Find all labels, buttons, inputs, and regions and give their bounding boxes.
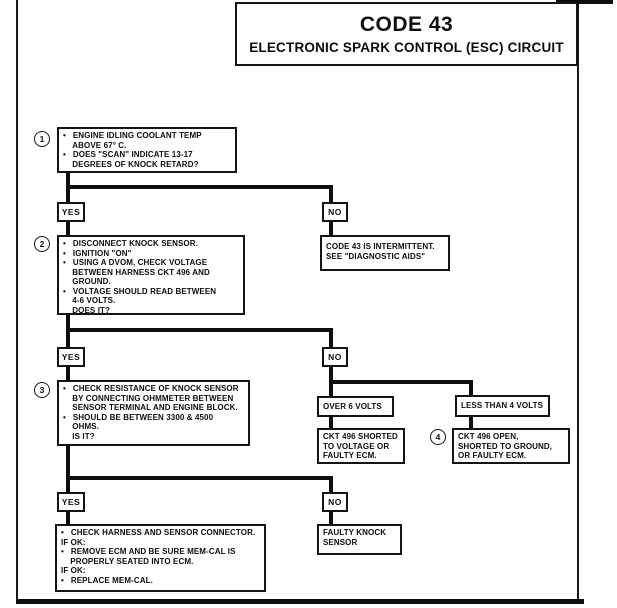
step-1-box: • ENGINE IDLING COOLANT TEMP ABOVE 67° C… [57,127,237,173]
step-2-number: 2 [34,236,50,252]
connector-line [329,476,333,492]
no-box-3: NO [322,492,348,512]
page-right-border [577,0,579,602]
final-checks-box: • CHECK HARNESS AND SENSOR CONNECTOR. IF… [55,524,266,592]
less-than-4-volts-box: LESS THAN 4 VOLTS [455,395,550,417]
connector-line [329,328,333,347]
intermittent-result-box: CODE 43 IS INTERMITTENT. SEE "DIAGNOSTIC… [320,235,450,271]
step-1-number: 1 [34,131,50,147]
over-6-volts-box: OVER 6 VOLTS [317,396,394,417]
title-box: CODE 43 ELECTRONIC SPARK CONTROL (ESC) C… [235,2,578,66]
connector-line [66,185,333,189]
step-2-box: • DISCONNECT KNOCK SENSOR. • IGNITION "O… [57,235,245,315]
page-left-border [16,0,18,602]
connector-line [329,380,473,384]
connector-line [66,476,333,480]
step-3-box: • CHECK RESISTANCE OF KNOCK SENSOR BY CO… [57,380,250,446]
ckt-open-result-box: CKT 496 OPEN, SHORTED TO GROUND, OR FAUL… [452,428,570,464]
connector-line [329,221,333,235]
no-box-2: NO [322,347,348,367]
step-4-number: 4 [430,429,446,445]
step-3-number: 3 [34,382,50,398]
connector-line [329,511,333,524]
connector-line [66,221,70,235]
page-bottom-border [16,599,584,604]
page-subtitle: ELECTRONIC SPARK CONTROL (ESC) CIRCUIT [249,40,564,55]
no-box-1: NO [322,202,348,222]
yes-box-2: YES [57,347,85,367]
faulty-knock-sensor-box: FAULTY KNOCK SENSOR [317,524,402,555]
connector-line [66,444,70,492]
page-title: CODE 43 [359,13,454,36]
connector-line [329,416,333,428]
connector-line [66,366,70,380]
connector-line [66,511,70,524]
connector-line [469,416,473,428]
yes-box-3: YES [57,492,85,512]
yes-box-1: YES [57,202,85,222]
connector-line [329,185,333,202]
ckt-shorted-result-box: CKT 496 SHORTED TO VOLTAGE OR FAULTY ECM… [317,428,405,464]
page-top-edge-fragment [556,0,613,4]
connector-line [66,328,333,332]
connector-line [469,380,473,395]
